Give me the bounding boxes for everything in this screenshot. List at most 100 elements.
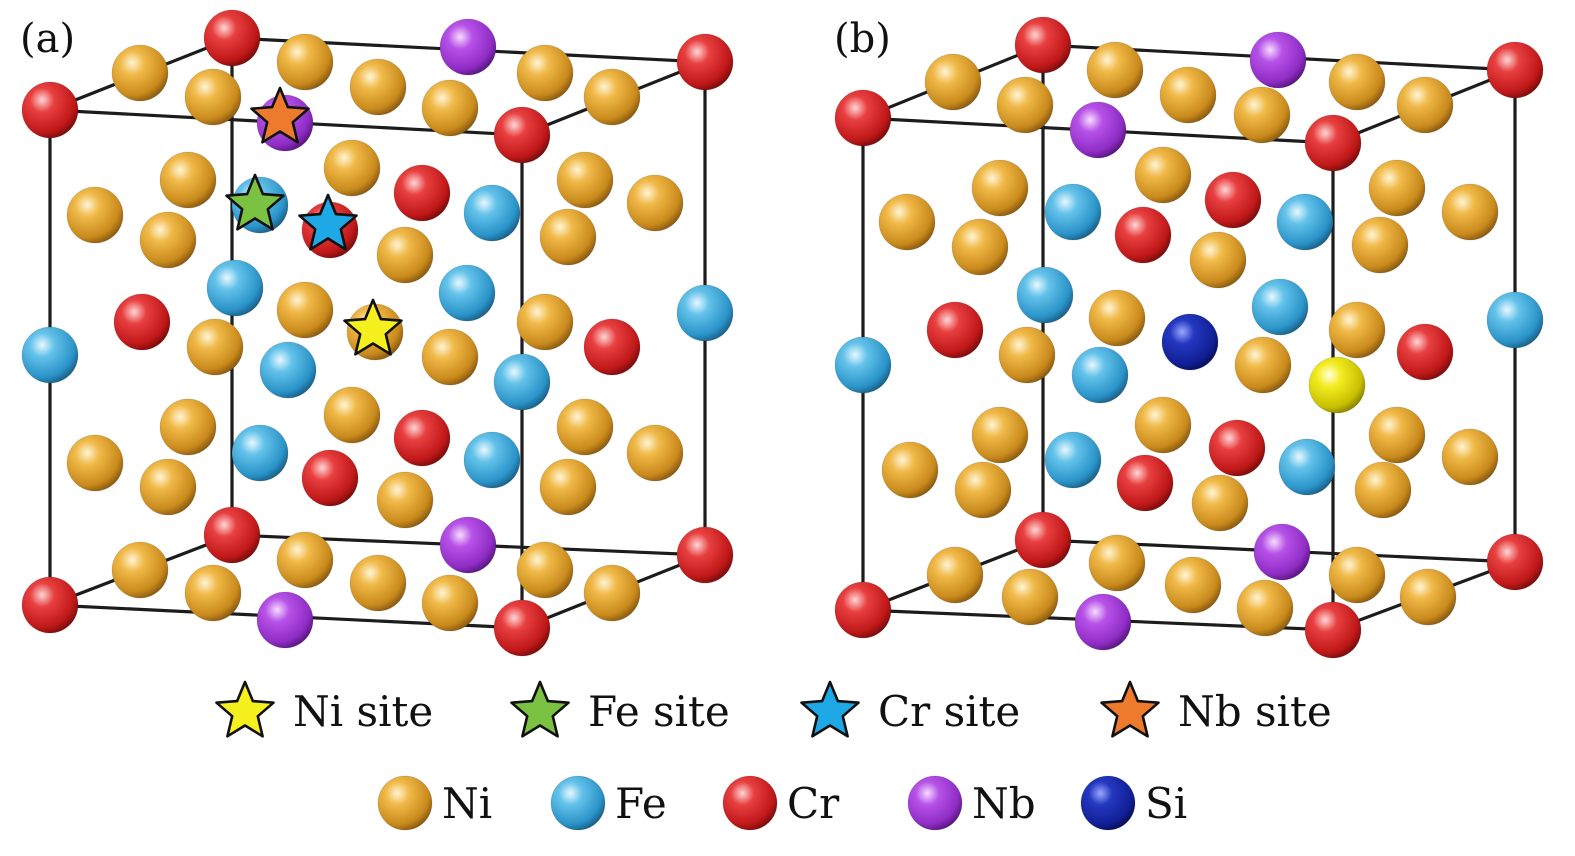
atom-ni xyxy=(159,151,217,209)
atom-legend-entry: Si xyxy=(1080,775,1187,831)
atom-ni xyxy=(1328,53,1386,111)
atom-cr xyxy=(676,33,734,91)
atom-legend-entry: Nb xyxy=(907,775,1036,831)
atom-legend-label: Cr xyxy=(787,779,840,828)
atom-ni xyxy=(1159,66,1217,124)
atom-ni xyxy=(881,441,939,499)
ni-site-star-icon xyxy=(215,680,275,738)
atom-cr xyxy=(1486,533,1544,591)
atom-ni xyxy=(1189,231,1247,289)
atom-ni xyxy=(184,564,242,622)
atom-ni xyxy=(1164,556,1222,614)
atom-ni xyxy=(1368,159,1426,217)
atom-ni xyxy=(421,574,479,632)
atom-ni xyxy=(996,76,1054,134)
atom-cr xyxy=(1114,206,1172,264)
atom-fe xyxy=(1044,431,1102,489)
atom-cr xyxy=(583,318,641,376)
atom-ni xyxy=(556,151,614,209)
atom-cr xyxy=(1116,454,1174,512)
site-legend: Ni site Fe site Cr site Nb site xyxy=(215,680,1332,738)
atom-cr xyxy=(113,293,171,351)
atom-ni xyxy=(539,458,597,516)
cr-atom-icon xyxy=(722,775,778,831)
atom-ni xyxy=(1134,146,1192,204)
atom-cr xyxy=(203,9,261,67)
ni-atom-icon xyxy=(377,775,433,831)
atom-ni xyxy=(539,208,597,266)
atom-ni xyxy=(184,68,242,126)
atom-ni xyxy=(556,398,614,456)
site-markers-a xyxy=(225,86,403,356)
site-legend-entry: Ni site xyxy=(215,680,433,738)
atom-ni xyxy=(111,44,169,102)
site-legend-entry: Nb site xyxy=(1100,680,1332,738)
atom-cr xyxy=(203,506,261,564)
atom-fe xyxy=(1044,183,1102,241)
atom-fe xyxy=(676,284,734,342)
atom-cr xyxy=(1204,171,1262,229)
atom-ni xyxy=(376,471,434,529)
atom-ni xyxy=(376,226,434,284)
panel-label-a: (a) xyxy=(20,16,75,62)
atom-nb xyxy=(256,591,314,649)
atom-ni xyxy=(421,79,479,137)
atom-ni xyxy=(926,546,984,604)
atom-fe xyxy=(463,184,521,242)
fe-atom-icon xyxy=(550,775,606,831)
atom-fe xyxy=(834,336,892,394)
atom-nb xyxy=(1253,523,1311,581)
atom-ni xyxy=(66,434,124,492)
atom-ni xyxy=(276,281,334,339)
atom-ni xyxy=(971,406,1029,464)
site-legend-label: Nb site xyxy=(1178,687,1332,736)
atom-ni xyxy=(516,293,574,351)
atom-cr xyxy=(1208,419,1266,477)
atom-ni xyxy=(1351,216,1409,274)
atom-ni xyxy=(1134,396,1192,454)
atom-ni xyxy=(1396,76,1454,134)
atom-si xyxy=(1161,313,1219,371)
atom-ni xyxy=(924,53,982,111)
site-legend-label: Fe site xyxy=(588,687,730,736)
atom-ni xyxy=(951,218,1009,276)
atom-ni xyxy=(1368,406,1426,464)
atom-ni xyxy=(516,541,574,599)
atom-fe xyxy=(1251,278,1309,336)
site-legend-label: Ni site xyxy=(293,687,433,736)
atom-ni xyxy=(276,531,334,589)
atom-ni xyxy=(954,461,1012,519)
substitution-site-sphere xyxy=(1308,356,1366,414)
atom-cr xyxy=(21,81,79,139)
atom-legend-entry: Cr xyxy=(722,775,840,831)
atom-ni xyxy=(349,58,407,116)
atom-ni xyxy=(276,33,334,91)
atom-ni xyxy=(139,211,197,269)
atom-fe xyxy=(206,259,264,317)
atom-ni xyxy=(878,193,936,251)
atom-ni xyxy=(626,174,684,232)
fe-site-star-icon xyxy=(225,173,285,231)
atom-legend-label: Fe xyxy=(615,779,667,828)
atom-fe xyxy=(259,341,317,399)
atom-cr xyxy=(676,526,734,584)
site-legend-entry: Fe site xyxy=(510,680,730,738)
atom-ni xyxy=(1088,534,1146,592)
atom-cr xyxy=(393,164,451,222)
atom-legend-label: Ni xyxy=(442,779,492,828)
atom-nb xyxy=(439,516,497,574)
atom-fe xyxy=(1071,346,1129,404)
atom-ni xyxy=(1001,568,1059,626)
atom-ni xyxy=(626,424,684,482)
atom-nb xyxy=(1069,101,1127,159)
atom-cr xyxy=(21,576,79,634)
atom-ni xyxy=(139,458,197,516)
atom-cr xyxy=(493,599,551,657)
site-legend-label: Cr site xyxy=(878,687,1020,736)
atom-fe xyxy=(438,264,496,322)
atom-ni xyxy=(1441,428,1499,486)
atom-ni xyxy=(111,541,169,599)
atom-ni xyxy=(1354,461,1412,519)
atom-cr xyxy=(1304,114,1362,172)
